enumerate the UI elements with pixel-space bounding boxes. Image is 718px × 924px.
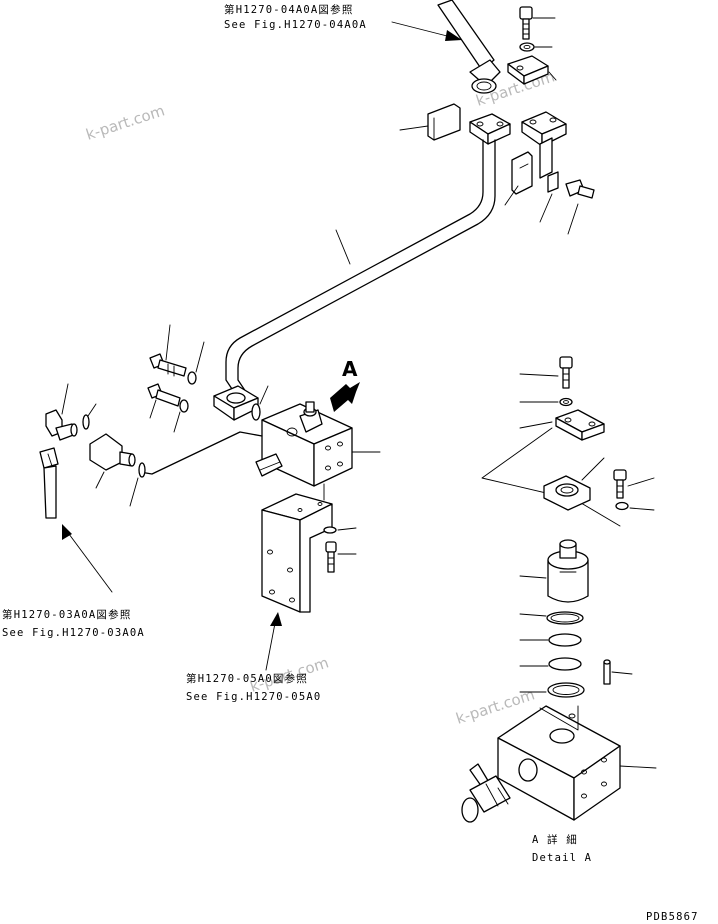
flange-bolt-2 [147, 383, 181, 419]
left-oring-2 [129, 462, 146, 507]
detail-valve-body [497, 705, 657, 821]
ref-mid-jp: 第H1270-05A0図参照 [186, 672, 308, 685]
ref-left-jp: 第H1270-03A0A図参照 [2, 608, 132, 621]
mounting-bracket [261, 483, 333, 613]
clamp-half-right [521, 111, 567, 147]
detail-washer-2 [615, 501, 655, 511]
main-pipe [225, 139, 496, 393]
ref-left-en: See Fig.H1270-03A0A [2, 627, 145, 639]
top-bolt-1 [519, 6, 556, 40]
watermark-1: k-part.com [84, 101, 167, 143]
ref-left-arrow [62, 524, 113, 593]
detail-bolt-1 [519, 356, 573, 389]
elbow-fitting [45, 383, 78, 441]
left-hose-line [139, 431, 263, 475]
top-washer-1 [519, 42, 553, 52]
ref-top-jp: 第H1270-04A0A図参照 [224, 3, 354, 16]
view-marker-arrow [330, 382, 360, 412]
detail-washer-1 [519, 397, 573, 407]
detail-split-flange [519, 409, 605, 441]
left-oring-1 [82, 403, 97, 430]
pipe-top-flange [469, 113, 511, 145]
valve-block [255, 401, 381, 487]
detail-bolt-2 [613, 469, 655, 499]
drawing-number: PDB5867 [646, 911, 699, 923]
detail-flange-plate [543, 457, 605, 511]
ref-top-arrow [391, 21, 462, 41]
detail-oring-4 [519, 682, 585, 698]
detail-pilot-valve [519, 539, 589, 603]
clamp-bracket [504, 137, 553, 206]
clamp-washer [539, 171, 559, 223]
detail-sensor [461, 763, 511, 823]
top-split-flange [507, 55, 557, 85]
left-connector [89, 433, 136, 489]
detail-oring-1 [519, 611, 584, 625]
top-hose [437, 0, 501, 94]
view-marker-label: A [342, 357, 358, 381]
flange-washer-1 [187, 341, 205, 385]
flange-bolt-1 [149, 324, 187, 377]
left-hose [39, 447, 59, 519]
detail-pin [603, 659, 633, 685]
ref-mid-arrow [265, 612, 282, 671]
flange-oring [251, 385, 269, 421]
detail-ring-3 [519, 657, 582, 671]
ref-top-en: See Fig.H1270-04A0A [224, 19, 367, 31]
bracket-washer [323, 526, 357, 534]
detail-caption-en: Detail A [532, 852, 592, 864]
ref-mid-en: See Fig.H1270-05A0 [186, 691, 321, 703]
detail-outline [481, 427, 621, 527]
detail-caption-jp: A 詳 細 [532, 833, 578, 846]
detail-ring-2 [519, 633, 582, 647]
clamp-plate [399, 103, 461, 141]
bracket-bolt [325, 541, 357, 573]
clamp-bolt [565, 179, 595, 235]
flange-washer-2 [173, 399, 189, 433]
lower-flange [213, 385, 259, 421]
